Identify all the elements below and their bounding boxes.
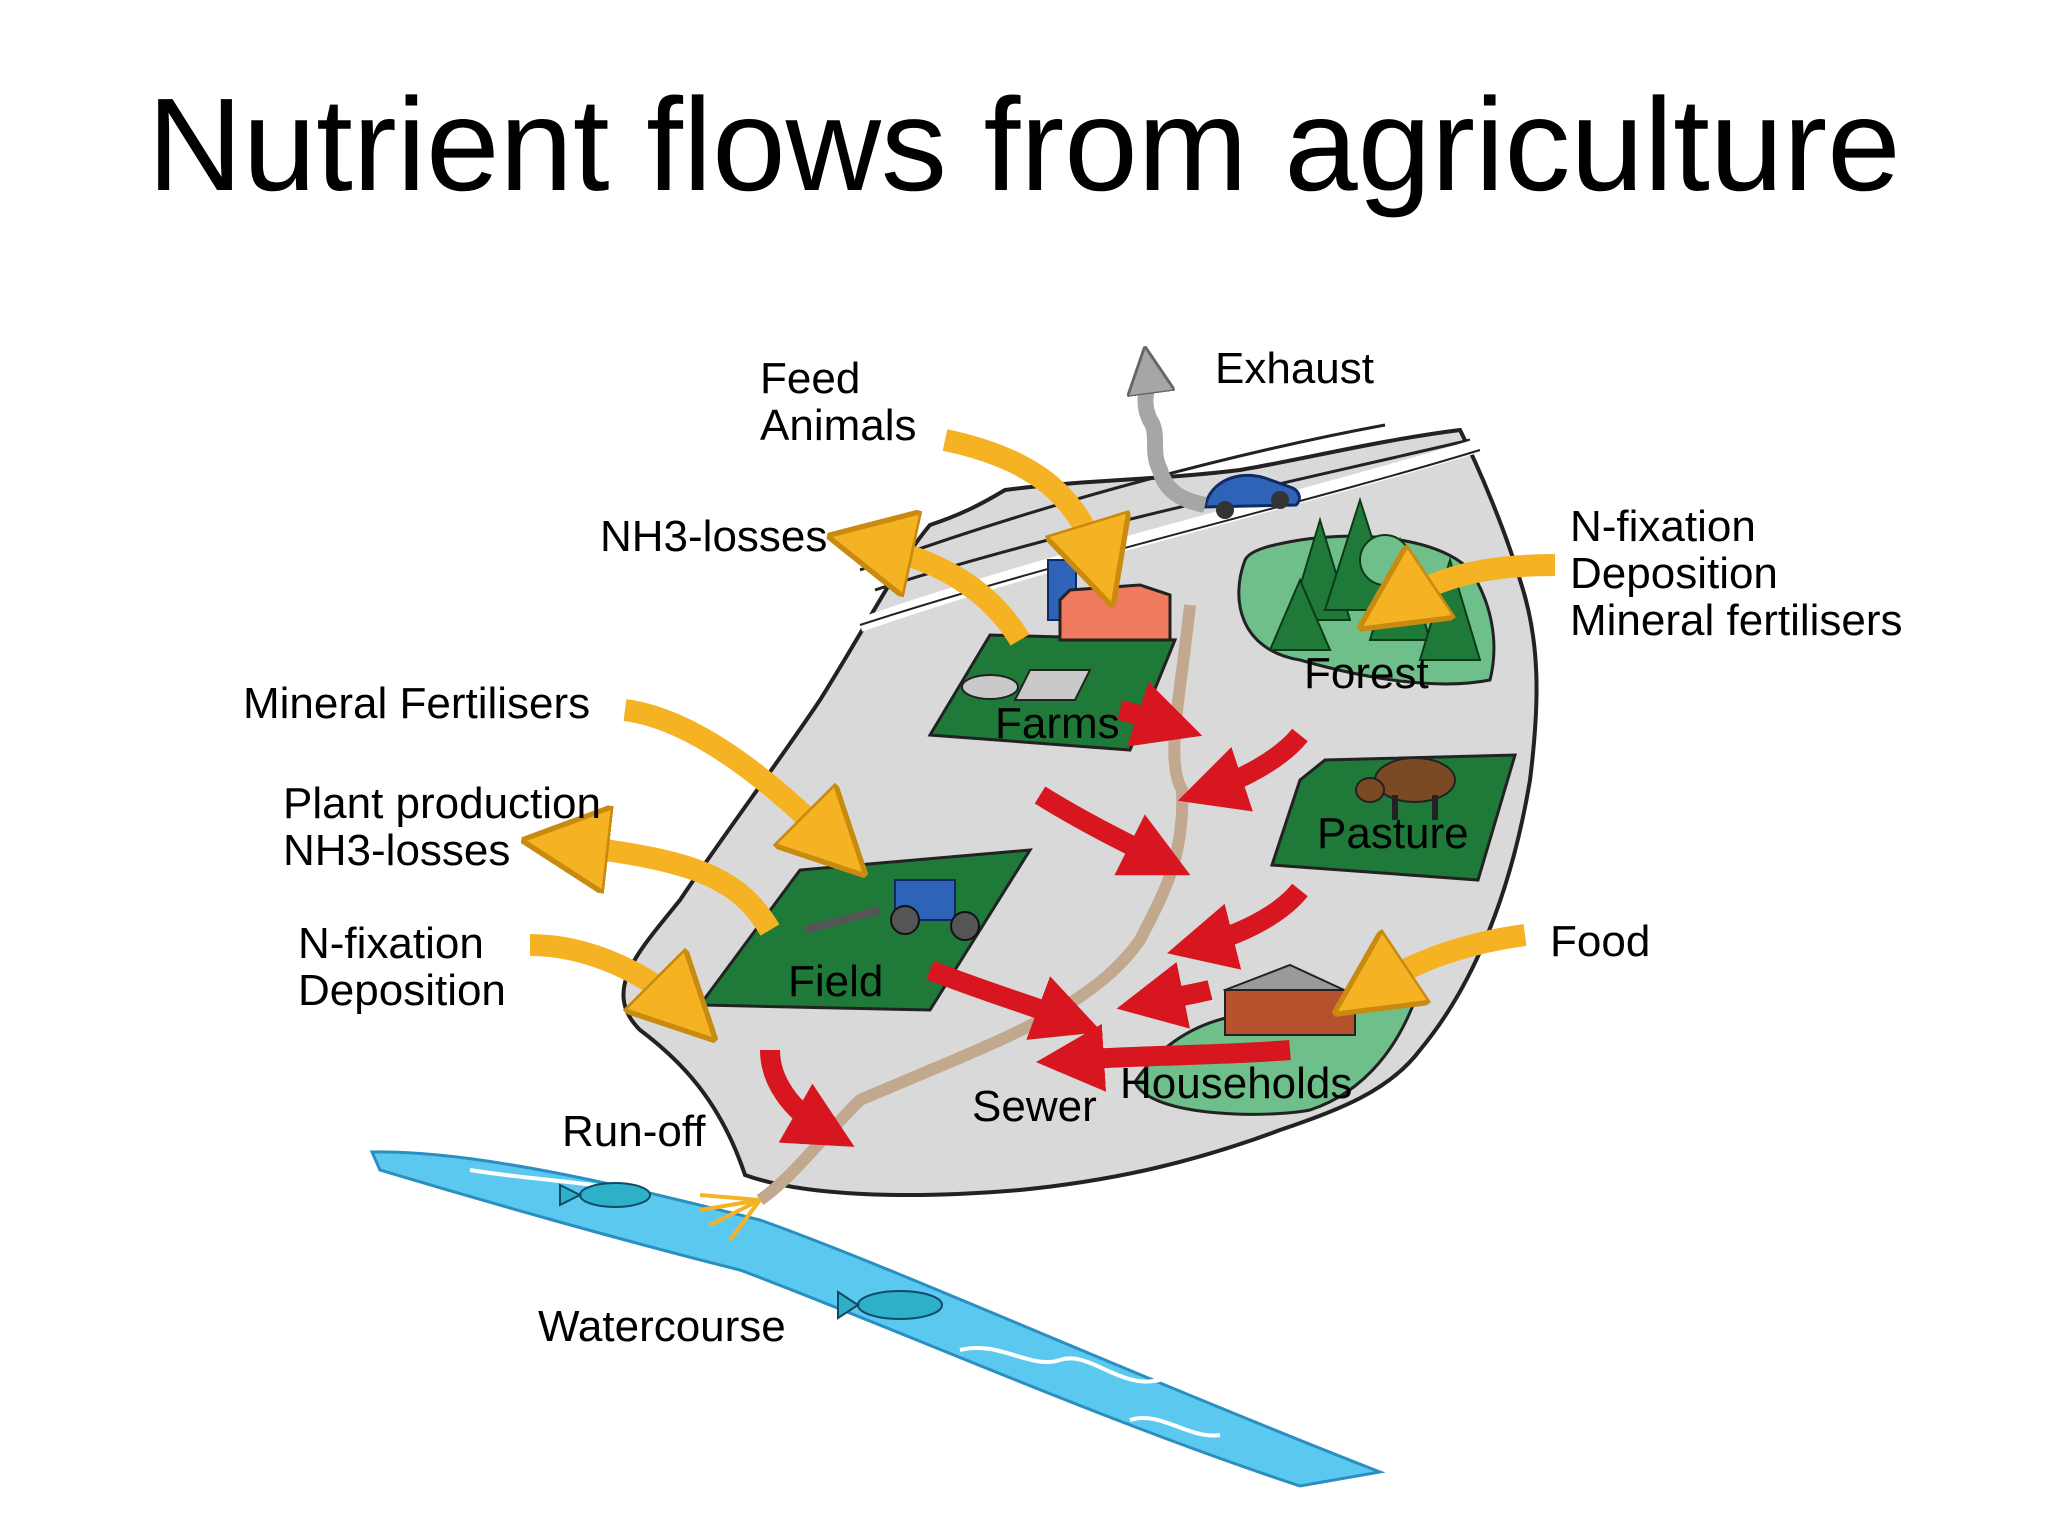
slide-title: Nutrient flows from agriculture [147,71,1901,218]
place-forest: Forest [1304,649,1429,698]
place-field: Field [788,957,884,1006]
place-farms: Farms [995,699,1120,748]
label-run-off: Run-off [562,1107,706,1156]
arrow-food [1370,924,1527,990]
place-households: Households [1120,1059,1353,1108]
flow-pasture-to-stream [1167,883,1308,970]
label-n-fixation-field: N-fixation Deposition [298,919,506,1015]
label-mineral-fertilisers: Mineral Fertilisers [243,679,591,728]
flow-households-to-stream [1116,961,1213,1029]
fish-icon [559,1182,943,1320]
flow-field-to-stream [926,960,1102,1040]
label-exhaust: Exhaust [1215,344,1374,393]
arrow-plant-production [565,845,780,936]
flow-sewer [1036,1023,1291,1092]
silo-tank-icon [961,674,1019,700]
run-off-splash-icon [699,1193,762,1242]
label-plant-production: Plant production NH3-losses [283,779,601,875]
label-food: Food [1550,917,1651,966]
cow-icon [1355,757,1456,820]
arrow-feed-animals [942,429,1100,565]
label-watercourse: Watercourse [538,1302,786,1351]
input-output-arrows [529,429,1556,1010]
flow-farms-to-stream [1117,681,1203,747]
arrow-nh3-losses-farm [870,545,1030,646]
arrow-forest-inputs [1395,565,1556,605]
label-forest-inputs: N-fixation Deposition Mineral fertiliser… [1570,502,1903,645]
arrow-n-fixation-field [529,934,685,1010]
house-icon [1222,963,1358,1036]
label-sewer: Sewer [972,1082,1097,1131]
road [859,423,1386,572]
tractor-icon [803,879,980,941]
flow-run-off [760,1049,855,1147]
watercourse-river [369,1150,1386,1488]
flow-forest-to-stream [1177,728,1308,812]
internal-flow-arrows [760,681,1308,1147]
exhaust-plume [1145,370,1207,513]
arrow-mineral-fertilisers [623,699,835,845]
label-nh3-losses-farm: NH3-losses [600,512,828,561]
label-feed-animals: Feed Animals [760,354,917,450]
place-pasture: Pasture [1317,809,1469,858]
car-icon [1203,473,1301,519]
flow-farms-down [1034,786,1191,876]
